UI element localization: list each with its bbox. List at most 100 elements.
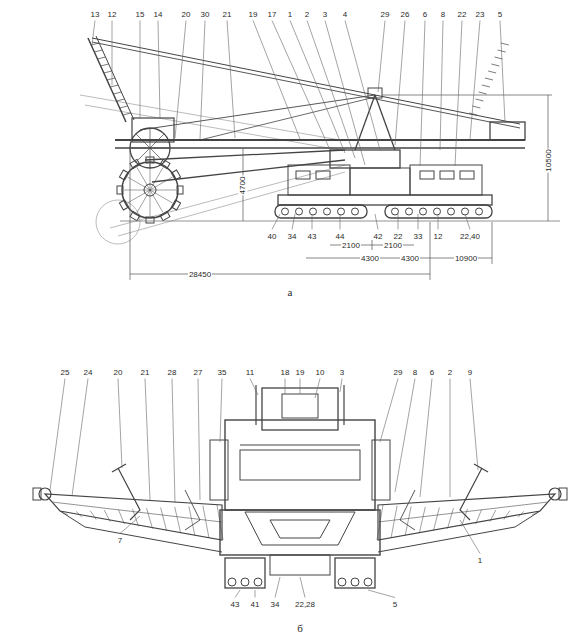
drawing-stroke <box>200 97 375 140</box>
drawing-stroke <box>130 159 140 168</box>
drawing-stroke <box>150 134 164 148</box>
callout-number: 5 <box>392 600 398 609</box>
drawing-stroke <box>92 42 520 128</box>
leader-line <box>470 379 478 471</box>
drawing-stroke <box>115 147 525 149</box>
callout-number: 1 <box>477 556 483 565</box>
leader-line <box>345 21 380 151</box>
leader-line <box>395 379 415 493</box>
leader-line <box>380 379 398 443</box>
callout-number: 3 <box>339 368 345 377</box>
leader-line <box>340 214 341 230</box>
callout-number: 42 <box>373 232 384 241</box>
drawing-stroke <box>420 171 434 179</box>
drawing-stroke <box>490 510 496 522</box>
drawing-stroke <box>136 148 150 162</box>
drawing-stroke <box>62 512 68 515</box>
leader-line <box>272 214 280 230</box>
drawing-stroke <box>118 509 124 524</box>
callout-number: 5 <box>497 10 503 19</box>
leader-line <box>420 21 425 167</box>
leader-line <box>368 590 395 598</box>
callout-number: 34 <box>270 600 281 609</box>
drawing-stroke <box>296 208 303 215</box>
dimension-text: 2100 <box>341 241 361 250</box>
callout-number: 20 <box>113 368 124 377</box>
drawing-stroke <box>241 578 249 586</box>
callout-number: 1 <box>287 10 293 19</box>
drawing-stroke <box>420 208 427 215</box>
callout-number: 22,28 <box>294 600 316 609</box>
leader-line <box>118 379 122 469</box>
callout-number: 17 <box>267 10 278 19</box>
drawing-stroke <box>447 508 453 528</box>
drawing-stroke <box>122 162 178 218</box>
callout-number: 25 <box>60 368 71 377</box>
drawing-stroke <box>33 43 222 552</box>
drawing-stroke <box>460 171 474 179</box>
drawing-stroke <box>225 420 375 510</box>
callout-number: 12 <box>107 10 118 19</box>
drawing-stroke <box>245 512 355 545</box>
drawing-stroke <box>130 211 140 220</box>
drawing-stroke <box>518 511 524 517</box>
callout-number: 12 <box>433 232 444 241</box>
drawing-stroke <box>406 208 413 215</box>
drawing-stroke <box>127 177 150 190</box>
drawing-stroke <box>282 394 318 418</box>
dimension-text: 10900 <box>454 254 478 263</box>
drawing-stroke <box>210 440 228 500</box>
drawing-stroke <box>115 139 525 141</box>
drawing-stroke <box>433 508 439 531</box>
callout-number: 22,40 <box>459 232 481 241</box>
drawing-stroke <box>391 506 397 538</box>
callout-number: 11 <box>245 368 255 377</box>
dimension-text: 4700 <box>238 175 247 195</box>
drawing-stroke <box>117 157 183 223</box>
drawing-stroke <box>392 208 399 215</box>
dimension-text: 2100 <box>383 241 403 250</box>
drawing-stroke <box>150 190 173 203</box>
drawing-stroke <box>225 558 265 588</box>
leader-line <box>72 379 88 497</box>
leader-line <box>450 379 451 498</box>
drawing-stroke <box>150 190 176 191</box>
drawing-stroke <box>130 274 430 275</box>
drawing-stroke <box>240 445 360 446</box>
drawing-stroke <box>490 122 525 140</box>
leader-line <box>500 21 505 123</box>
callout-number: 2 <box>447 368 453 377</box>
drawing-stroke <box>368 88 382 98</box>
drawing-stroke <box>150 167 163 190</box>
drawing-stroke <box>228 578 236 586</box>
drawing-stroke <box>130 150 131 280</box>
callout-number: 26 <box>400 10 411 19</box>
leader-line <box>470 21 480 140</box>
drawing-stroke <box>282 208 483 215</box>
leader-line <box>440 21 443 151</box>
leader-line <box>340 379 342 393</box>
drawing-stroke <box>296 171 310 179</box>
callout-number: 22 <box>457 10 468 19</box>
drawing-stroke <box>119 200 128 210</box>
view-letter: а <box>287 286 294 298</box>
leader-line <box>420 379 432 498</box>
drawing-stroke <box>189 506 195 535</box>
drawing-stroke <box>352 208 359 215</box>
drawing-stroke <box>316 171 330 179</box>
leader-line <box>275 577 280 598</box>
drawing-stroke <box>440 171 454 179</box>
drawing-stroke <box>270 520 330 538</box>
leader-line <box>220 379 222 443</box>
leader-line <box>145 379 150 501</box>
drawing-stroke <box>419 507 425 533</box>
drawing-stroke <box>270 555 330 575</box>
front-view <box>33 43 567 588</box>
leader-line <box>272 21 330 151</box>
callout-number: 6 <box>422 10 428 19</box>
leader-line <box>158 21 160 119</box>
callout-number: 43 <box>307 232 318 241</box>
drawing-stroke <box>152 160 345 182</box>
leader-line <box>255 590 256 598</box>
leader-line <box>50 379 65 491</box>
